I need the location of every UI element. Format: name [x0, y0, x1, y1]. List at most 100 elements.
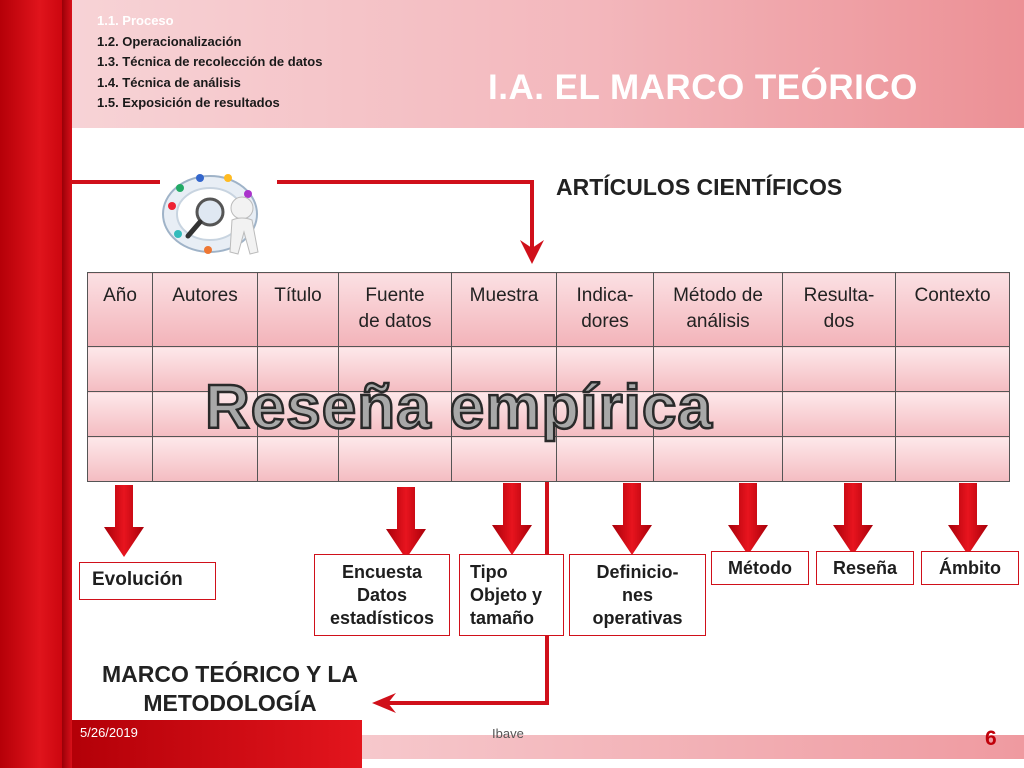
table-header-text: dores: [581, 311, 629, 332]
table-cell: [152, 346, 258, 392]
header-band: [72, 0, 1024, 128]
outline-item: 1.2. Operacionalización: [97, 33, 242, 49]
table-cell: [87, 436, 153, 482]
outline-item: 1.5. Exposición de resultados: [97, 95, 280, 110]
connector-arrowhead-down: [520, 240, 544, 264]
table-cell: [782, 436, 896, 482]
table-cell: [451, 391, 557, 437]
table-header-cell: Resulta-dos: [782, 272, 896, 347]
table-header-text: Año: [103, 285, 137, 306]
outline-list: 1.1. Proceso 1.2. Operacionalización 1.3…: [97, 11, 322, 114]
table-body: [87, 346, 1010, 482]
connector-arrowhead-left: [372, 693, 396, 713]
footer-red-block: [72, 720, 362, 768]
slide-number: 6: [985, 727, 997, 750]
table-header-text: Muestra: [469, 285, 539, 306]
down-arrow-icon: [728, 483, 768, 555]
left-accent-bar: [0, 0, 72, 768]
table-cell: [152, 436, 258, 482]
table-header-cell: Método de análisis: [653, 272, 783, 347]
bottom-heading-line1: MARCO TEÓRICO Y LA: [102, 661, 358, 687]
table-cell: [653, 346, 783, 392]
table-cell: [451, 346, 557, 392]
table-cell: [653, 436, 783, 482]
output-box-text: Objeto y: [470, 585, 543, 605]
table-cell: [338, 346, 452, 392]
footer-author: Ibave: [492, 726, 524, 741]
output-box-text: Evolución: [92, 569, 183, 590]
table-header-cell: Muestra: [451, 272, 557, 347]
footer-date: 5/26/2019: [80, 725, 138, 740]
table-cell: [653, 391, 783, 437]
left-accent-bar-edge: [62, 0, 72, 768]
output-box-text: Ámbito: [939, 558, 1001, 578]
bottom-heading-line2: METODOLOGÍA: [143, 690, 317, 716]
output-box-text: Definicio-: [596, 562, 679, 582]
table-cell: [87, 391, 153, 437]
table-header-cell: Contexto: [895, 272, 1010, 347]
table-cell: [556, 436, 654, 482]
table-header-text: análisis: [686, 311, 750, 332]
table-header-cell: Indica-dores: [556, 272, 654, 347]
outline-item: 1.4. Técnica de análisis: [97, 74, 241, 90]
down-arrow-icon: [948, 483, 988, 555]
table-cell: [556, 391, 654, 437]
output-box-text: Tipo: [470, 562, 508, 582]
table-header-text: Autores: [172, 285, 238, 306]
table-cell: [257, 436, 339, 482]
output-box: Ámbito: [921, 551, 1019, 585]
down-arrow-icon: [612, 483, 652, 555]
search-magnifier-icon: [162, 174, 259, 255]
output-box-text: nes: [621, 585, 654, 605]
table-cell: [257, 391, 339, 437]
outline-item: 1.3. Técnica de recolección de datos: [97, 54, 323, 69]
table-header-text: dos: [823, 311, 855, 332]
output-box: Reseña: [816, 551, 914, 585]
table-header-text: Resulta-: [803, 285, 875, 306]
table-cell: [152, 391, 258, 437]
output-box: Definicio-nes operativas: [569, 554, 706, 636]
output-box: Evolución: [79, 562, 216, 600]
slide-title: I.A. EL MARCO TEÓRICO: [488, 68, 918, 107]
output-box-text: tamaño: [470, 608, 535, 628]
connector-line-left: [72, 180, 160, 184]
outline-item: 1.1. Proceso: [97, 13, 174, 28]
table-cell: [451, 436, 557, 482]
table-cell: [895, 391, 1010, 437]
table-header-cell: Título: [257, 272, 339, 347]
output-box-text: Reseña: [832, 558, 898, 578]
table-header-cell: Autores: [152, 272, 258, 347]
table-cell: [782, 391, 896, 437]
table-cell: [895, 346, 1010, 392]
connector-line-bottom: [388, 701, 549, 705]
connector-line-top: [277, 180, 534, 184]
table-row: [87, 436, 1010, 482]
output-box-text: Encuesta: [341, 562, 423, 582]
table-header-text: de datos: [358, 311, 432, 332]
overlay-label: Reseña empírica: [204, 372, 713, 444]
table-row: [87, 391, 1010, 437]
down-arrow-icon: [833, 483, 873, 555]
down-arrow-icon: [492, 483, 532, 555]
table-cell: [338, 436, 452, 482]
table-header-text: Método de: [673, 285, 763, 306]
output-box-text: Datos: [356, 585, 407, 605]
table-row: [87, 346, 1010, 392]
bottom-heading: MARCO TEÓRICO Y LA METODOLOGÍA: [90, 660, 370, 718]
section-heading: ARTÍCULOS CIENTÍFICOS: [556, 174, 843, 200]
table-header-cell: Año: [87, 272, 153, 347]
output-box-text: operativas: [592, 608, 683, 628]
table-header-text: Indica-: [576, 285, 634, 306]
table-cell: [87, 346, 153, 392]
connector-line-vertical-top: [530, 180, 534, 248]
output-box: Método: [711, 551, 809, 585]
output-box-text: estadísticos: [329, 608, 435, 628]
table-cell: [556, 346, 654, 392]
down-arrow-icon: [104, 485, 144, 557]
table-header-text: Contexto: [914, 285, 991, 306]
table-header-text: Título: [274, 285, 322, 306]
